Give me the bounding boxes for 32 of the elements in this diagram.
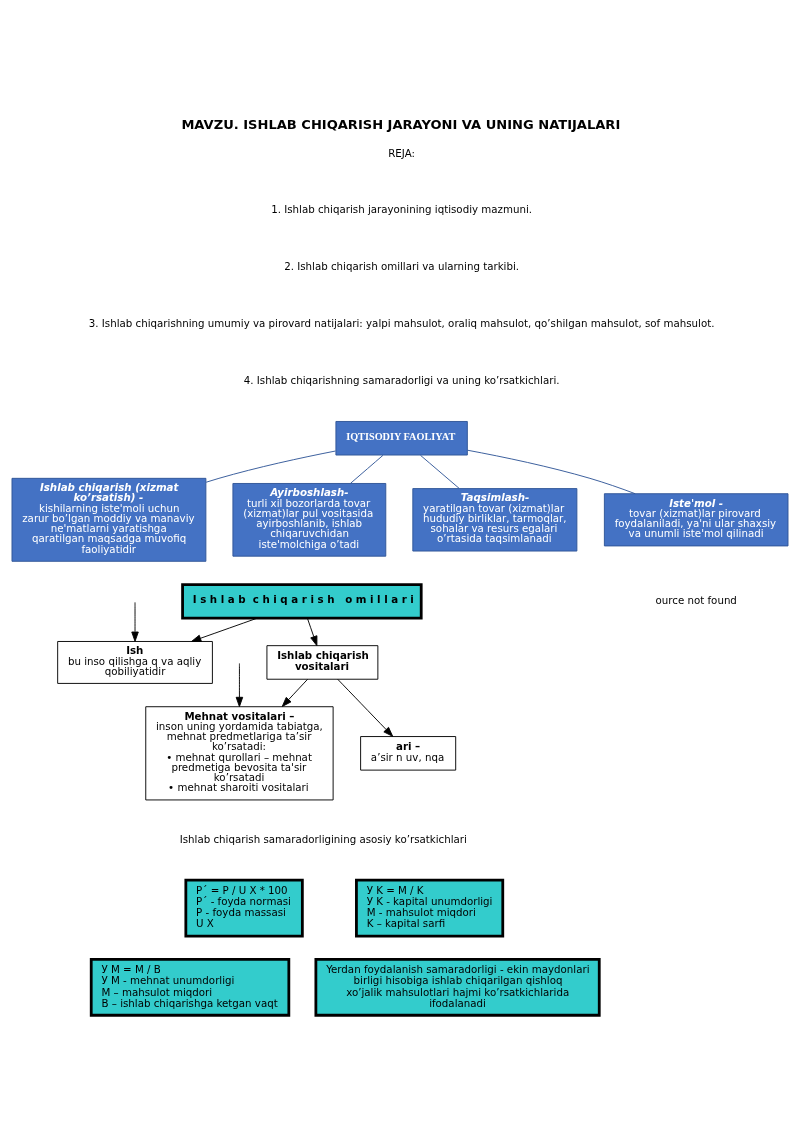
node-box: Yerdan foydalanish samaradorligi - ekin maydonlari birligi hisobiga ishlab chiqarilgan qishloq xo’jalik mahsulotlari hajmi ko’rsatkichlarida ifodalanadi: [314, 957, 601, 1017]
arrow: [281, 678, 309, 707]
connector: [205, 450, 336, 483]
label: 2. Ishlab chiqarish omillari va ularning tarkibi.: [284, 260, 520, 273]
arrow: [131, 601, 139, 642]
node-box: Mehnat vositalari – inson uning yordamida tabiatga, mehnat predmetlariga ta’sir ko’rsatadi: • mehnat qurollari – mehnat predmetiga bevosita ta'sir ko’rsatadi • mehnat sharoiti vositalari: [145, 706, 334, 801]
node-box: Ishlab chiqarish (xizmat ko’rsatish) - kishilarning iste'moli uchun zarur bo’lgan moddiy va manaviy ne'matlarni yaratishga qaratilgan maqsadga muvofiq faoliyatidir: [11, 477, 207, 562]
arrow: [306, 617, 318, 647]
label: 4. Ishlab chiqarishning samaradorligi va uning ko’rsatkichlari.: [243, 374, 560, 387]
label: REJA:: [388, 146, 415, 159]
node-box: IQTISODIY FAOLIYAT: [335, 421, 468, 456]
label: 1. Ishlab chiqarish jarayonining iqtisodiy mazmuni.: [271, 203, 533, 216]
node-box: Taqsimlash- yaratilgan tovar (xizmat)lar hududiy birliklar, tarmoqlar, sohalar va resurs egalari o’rtasida taqsimlanadi: [412, 488, 578, 552]
connector: [420, 454, 460, 489]
connector: [467, 449, 636, 495]
node-box: Iste'mol - tovar (xizmat)lar pirovard foydalaniladi, ya'ni ular shaxsiy va unumli iste'mol qilinadi: [603, 493, 789, 547]
node-box: ari – a’sir n uv, nqa: [360, 736, 457, 771]
node-box: Ayirboshlash- turli xil bozorlarda tovar (xizmat)lar pul vositasida ayirboshlanib, ishlab chiqaruvchidan iste'molchiga o’tadi: [232, 483, 387, 557]
node-box: Ish bu inso qilishga q va aqliy qobiliyatidir: [57, 641, 213, 684]
node-box: I s h l a b c h i q a r i s h o m i l l a r i: [181, 583, 423, 620]
label: 3. Ishlab chiqarishning umumiy va pirovard natijalari: yalpi mahsulot, oraliq mahsulot, qo’shilgan mahsulot, sof mahsulot.: [88, 317, 715, 330]
arrow: [235, 662, 244, 708]
connector: [350, 454, 384, 484]
node-box: Ishlab chiqarish vositalari: [266, 645, 379, 680]
arrow: [191, 617, 258, 642]
node-box: У K = M / K У K - kapital unumdorligi M - mahsulot miqdori K – kapital sarfi: [355, 878, 505, 938]
node-box: У M = M / B У M - mehnat unumdorligi M – mahsulot miqdori B – ishlab chiqarishga ketgan vaqt: [89, 957, 291, 1017]
diagram-title: MAVZU. ISHLAB CHIQARISH JARAYONI VA UNING NATIJALARI: [181, 116, 621, 132]
node-box: P΄ = P / U X * 100 P΄ - foyda normasi P - foyda massasi U X: [184, 878, 304, 938]
label: ource not found: [655, 594, 737, 606]
arrow: [337, 678, 394, 737]
label: Ishlab chiqarish samaradorligining asosiy ko’rsatkichlari: [179, 832, 467, 845]
